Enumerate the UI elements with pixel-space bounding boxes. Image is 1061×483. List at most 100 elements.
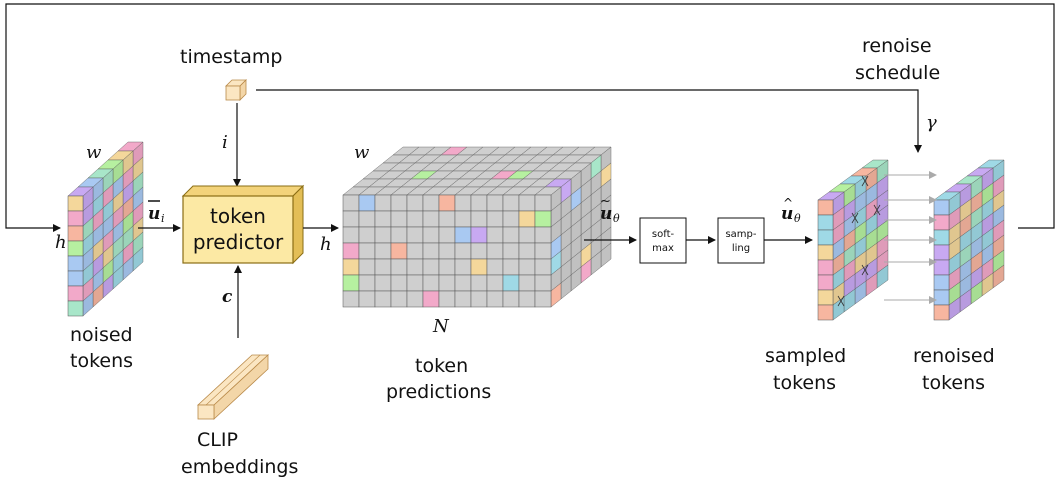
resample-mark <box>873 204 881 216</box>
noised-label-line1: noised <box>70 324 133 346</box>
predictor-label-line1: token <box>210 204 266 228</box>
renoised-token-front-cell <box>933 304 950 321</box>
prediction-front-cell <box>406 290 424 308</box>
renoised-token-front-cell <box>933 244 950 261</box>
noised-token-front-cell <box>67 240 84 257</box>
prediction-front-cell <box>374 258 392 276</box>
renoise-gray-arrows <box>884 171 937 304</box>
prediction-front-cell <box>422 242 440 260</box>
prediction-front-cell <box>486 290 504 308</box>
prediction-front-cell <box>518 210 536 228</box>
prediction-front-cell <box>438 258 456 276</box>
gamma-label: γ <box>926 112 937 133</box>
prediction-front-cell <box>358 258 376 276</box>
prediction-front-cell <box>502 290 520 308</box>
prediction-front-cell <box>438 194 456 212</box>
prediction-front-cell <box>486 194 504 212</box>
prediction-front-cell <box>390 226 408 244</box>
softmax-box: soft- max <box>639 217 687 264</box>
sampling-box: samp- ling <box>717 217 765 264</box>
prediction-front-cell <box>518 194 536 212</box>
prediction-front-cell <box>342 290 360 308</box>
prediction-front-cell <box>358 242 376 260</box>
prediction-front-cell <box>454 226 472 244</box>
sampled-label-line1: sampled <box>765 345 846 367</box>
prediction-front-cell <box>486 274 504 292</box>
noised-tokens-block <box>67 141 144 317</box>
renoised-token-front-cell <box>933 274 950 291</box>
prediction-front-cell <box>470 226 488 244</box>
renoised-token-front-cell <box>933 199 950 216</box>
prediction-front-cell <box>502 226 520 244</box>
noised-token-front-cell <box>67 255 84 272</box>
renoised-tokens-block <box>933 159 1005 321</box>
renoised-token-front-cell <box>933 289 950 306</box>
token-predictor-box: token predictor <box>181 184 305 265</box>
prediction-front-cell <box>342 210 360 228</box>
resample-mark <box>837 295 845 307</box>
svg-text:soft-: soft- <box>652 229 675 240</box>
prediction-front-cell <box>454 210 472 228</box>
n-label: N <box>432 316 450 337</box>
prediction-front-cell <box>470 210 488 228</box>
feedback-loop-line <box>5 3 1055 232</box>
sampled-token-front-cell <box>817 259 834 276</box>
c-label: c <box>222 287 233 307</box>
arrow-timestamp-to-renoise <box>256 89 922 153</box>
prediction-front-cell <box>502 274 520 292</box>
svg-text:^: ^ <box>783 196 793 210</box>
sampled-token-front-cell <box>817 199 834 216</box>
prediction-front-cell <box>518 242 536 260</box>
prediction-front-cell <box>470 290 488 308</box>
prediction-front-cell <box>470 258 488 276</box>
prediction-front-cell <box>534 274 552 292</box>
prediction-front-cell <box>486 226 504 244</box>
prediction-front-cell <box>486 210 504 228</box>
prediction-front-cell <box>502 258 520 276</box>
clip-label-line2: embeddings <box>181 456 298 478</box>
sampled-token-front-cell <box>817 229 834 246</box>
prediction-front-cell <box>422 258 440 276</box>
timestamp-label: timestamp <box>180 46 283 68</box>
h-label-predictions: h <box>320 234 332 255</box>
sampled-token-front-cell <box>817 214 834 231</box>
noised-token-front-cell <box>67 300 84 317</box>
prediction-front-cell <box>390 274 408 292</box>
prediction-front-cell <box>390 258 408 276</box>
resample-mark <box>861 264 869 276</box>
prediction-front-cell <box>422 210 440 228</box>
u-tilde-label: u ~ θ <box>600 194 620 225</box>
prediction-front-cell <box>438 274 456 292</box>
prediction-front-cell <box>438 290 456 308</box>
svg-text:max: max <box>652 243 674 254</box>
prediction-front-cell <box>406 274 424 292</box>
sampled-token-front-cell <box>817 304 834 321</box>
resample-mark <box>851 212 859 224</box>
predictor-label-line2: predictor <box>193 230 284 254</box>
h-label-noised: h <box>55 232 67 253</box>
prediction-front-cell <box>342 274 360 292</box>
prediction-front-cell <box>374 242 392 260</box>
predictions-label-line2: predictions <box>386 381 491 403</box>
prediction-front-cell <box>534 226 552 244</box>
prediction-front-cell <box>406 258 424 276</box>
prediction-front-cell <box>406 194 424 212</box>
prediction-front-cell <box>454 258 472 276</box>
noised-token-front-cell <box>67 270 84 287</box>
prediction-front-cell <box>454 194 472 212</box>
predictions-label-line1: token <box>415 355 468 377</box>
prediction-front-cell <box>358 210 376 228</box>
svg-text:ling: ling <box>732 243 750 254</box>
noised-token-front-cell <box>67 210 84 227</box>
prediction-front-cell <box>470 242 488 260</box>
svg-text:u: u <box>600 204 612 224</box>
prediction-front-cell <box>342 258 360 276</box>
prediction-front-cell <box>406 210 424 228</box>
clip-embedding-bar <box>196 354 270 420</box>
prediction-front-cell <box>518 226 536 244</box>
prediction-front-cell <box>534 210 552 228</box>
prediction-front-cell <box>390 242 408 260</box>
noised-token-front-cell <box>67 225 84 242</box>
prediction-front-cell <box>390 210 408 228</box>
